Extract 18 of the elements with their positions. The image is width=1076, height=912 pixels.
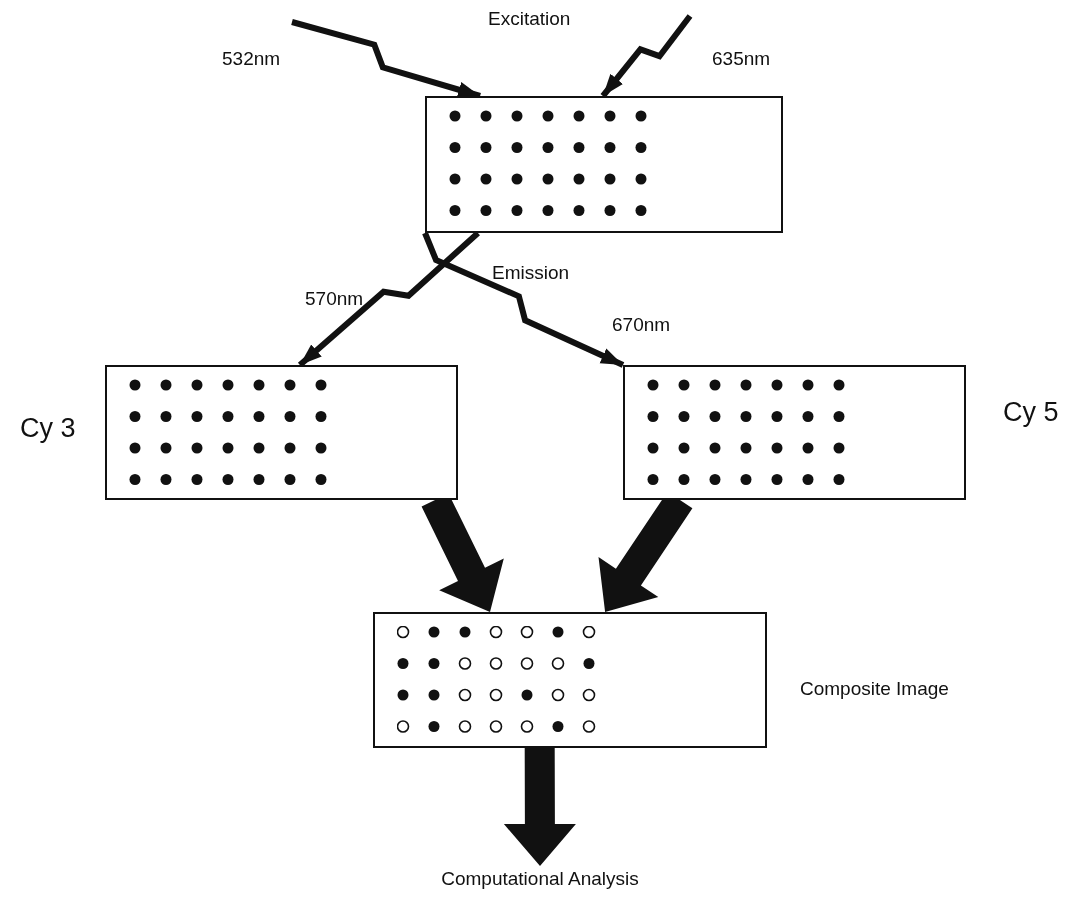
- lightning-arrow: [291, 19, 481, 99]
- edge-label: 635nm: [712, 48, 771, 71]
- lightning-arrow: [422, 231, 625, 368]
- lightning-arrow: [600, 14, 693, 98]
- slide-box: [373, 612, 767, 748]
- edge-label: 570nm: [305, 288, 364, 311]
- slide-box: [105, 365, 458, 500]
- node-text: Computational Analysis: [441, 868, 639, 890]
- node-caption: Cy 5: [1003, 396, 1059, 429]
- section-label: Excitation: [488, 8, 571, 31]
- edge-label: 532nm: [222, 48, 281, 71]
- node-caption: Cy 3: [20, 412, 76, 445]
- edge-label: 670nm: [612, 314, 671, 337]
- slide-box: [425, 96, 783, 233]
- node-caption: Composite Image: [800, 678, 949, 701]
- block-arrow: [503, 748, 576, 866]
- slide-box: [623, 365, 966, 500]
- section-label: Emission: [492, 262, 570, 285]
